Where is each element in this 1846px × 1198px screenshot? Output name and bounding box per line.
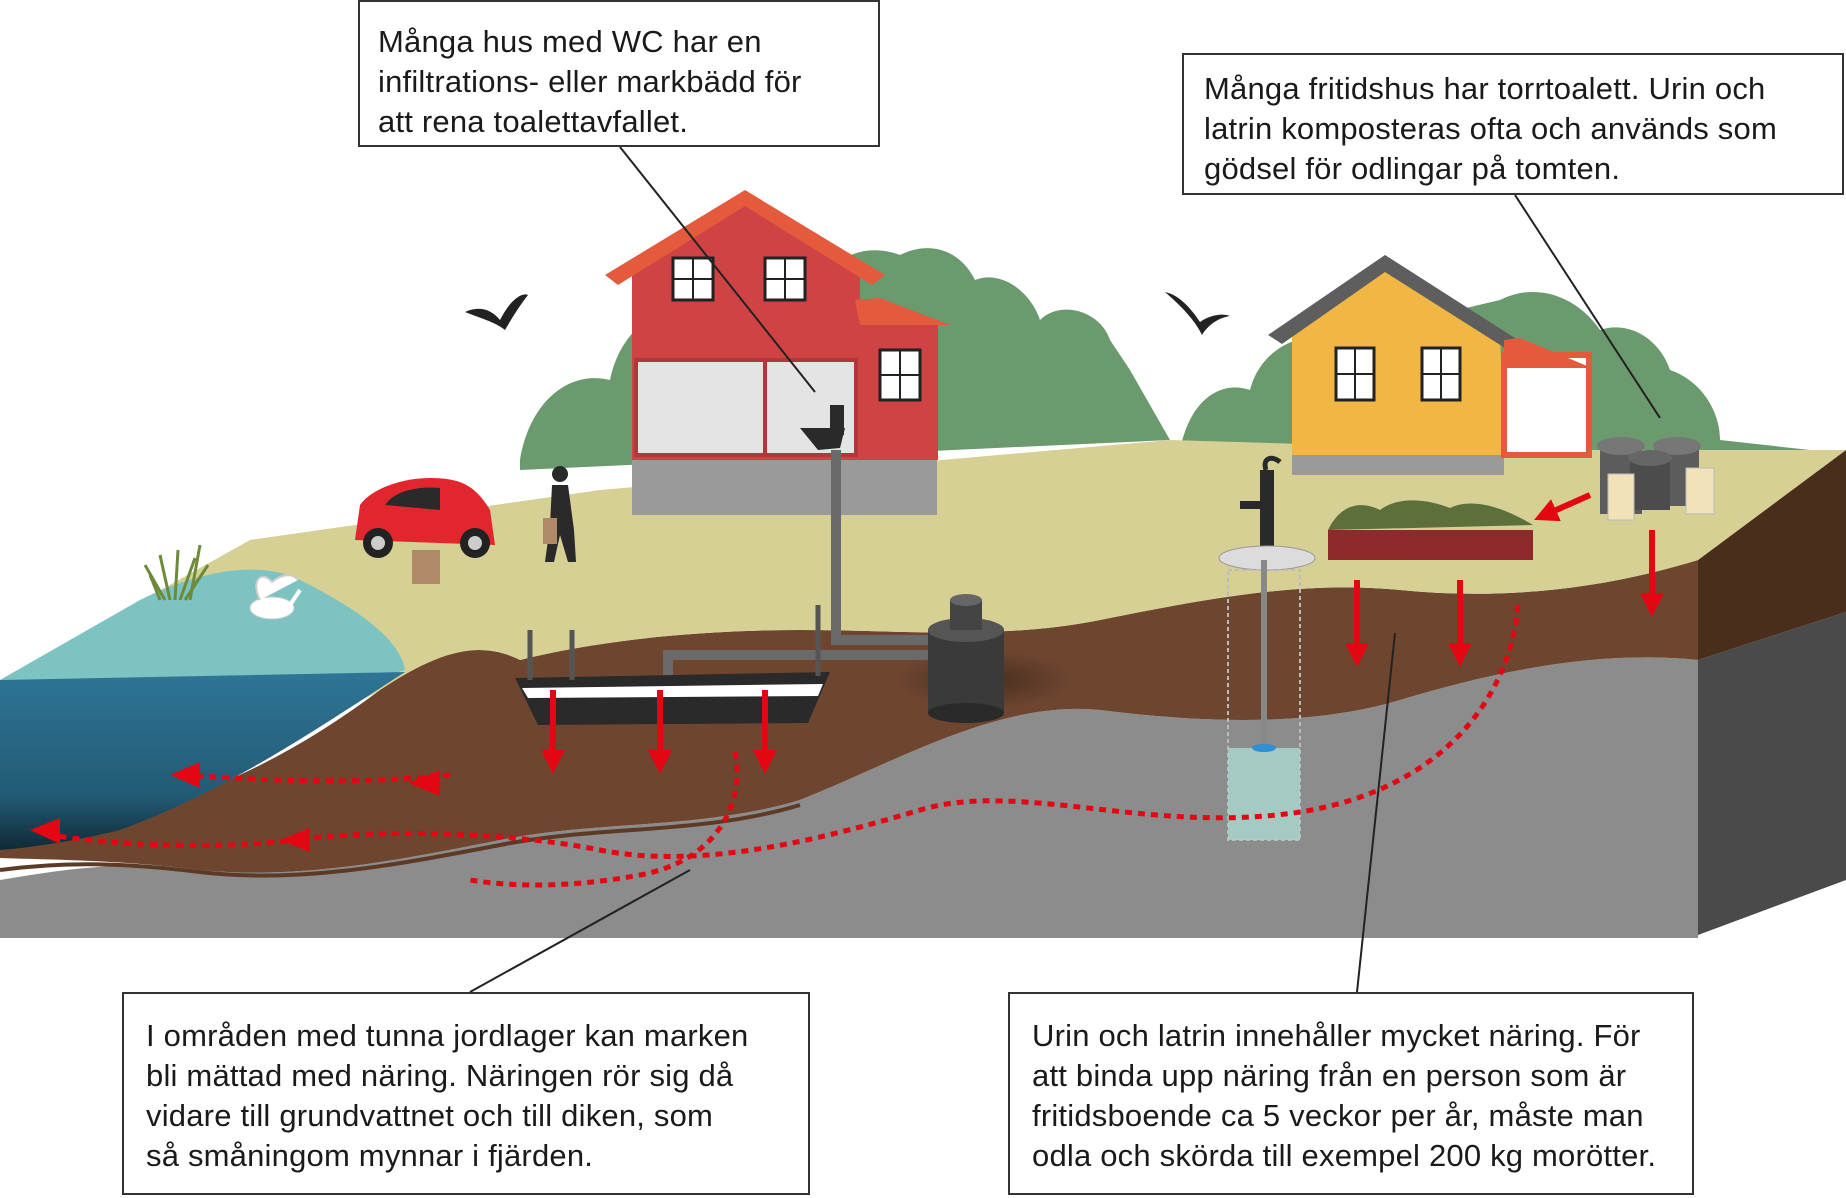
callout-thin-line-3: vidare till grundvattnet och till diken,… — [146, 1096, 788, 1136]
callout-wc-line-2: infiltrations- eller markbädd för — [378, 62, 860, 102]
callout-torr-line-1: Många fritidshus har torrtoalett. Urin o… — [1204, 69, 1824, 109]
callout-urin-line-2: att binda upp näring från en person som … — [1032, 1056, 1672, 1096]
callout-torr-line-2: latrin komposteras ofta och används som — [1204, 109, 1824, 149]
callout-urin-line-4: odla och skörda till exempel 200 kg morö… — [1032, 1136, 1672, 1176]
callout-thin-soil: I områden med tunna jordlager kan marken… — [122, 992, 810, 1195]
callout-urine-nutrients: Urin och latrin innehåller mycket näring… — [1008, 992, 1694, 1195]
callout-wc-line-3: att rena toalettavfallet. — [378, 102, 860, 142]
callout-dry-toilet: Många fritidshus har torrtoalett. Urin o… — [1182, 53, 1844, 195]
callout-urin-line-1: Urin och latrin innehåller mycket näring… — [1032, 1016, 1672, 1056]
callout-wc-line-1: Många hus med WC har en — [378, 22, 860, 62]
red-house-icon — [605, 190, 950, 515]
callout-wc-infiltration: Många hus med WC har en infiltrations- e… — [358, 0, 880, 147]
callout-thin-line-4: så småningom mynnar i fjärden. — [146, 1136, 788, 1176]
callout-urin-line-3: fritidsboende ca 5 veckor per år, måste … — [1032, 1096, 1672, 1136]
callout-thin-line-1: I områden med tunna jordlager kan marken — [146, 1016, 788, 1056]
callout-torr-line-3: gödsel för odlingar på tomten. — [1204, 149, 1824, 189]
bedrock-side-face — [1698, 612, 1846, 935]
compost-bins-icon — [1597, 437, 1714, 520]
yellow-cottage-icon — [1268, 255, 1592, 475]
callout-thin-line-2: bli mättad med näring. Näringen rör sig … — [146, 1056, 788, 1096]
